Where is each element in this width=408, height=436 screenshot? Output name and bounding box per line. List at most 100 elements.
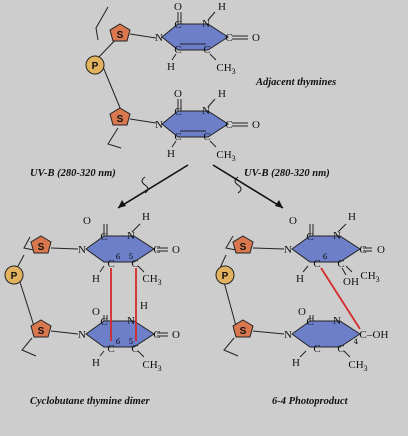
atom-o4: O [172,329,180,341]
photoproduct-bond [320,267,361,330]
sugar-cpd-2: S [30,319,52,338]
atom-c5: C [337,343,344,355]
thymine-ring-top-1: N C N C C C O H O H CH3 [155,1,260,76]
atom-c2: C [100,316,107,328]
atom-ch3: CH3 [142,359,161,373]
cpd-ring-top: N C N C C C 6 5 O H O H CH3 [78,211,180,287]
thymine-ring-top-2: N C N C C C O H O H CH3 [155,88,260,163]
atom-n1: N [284,329,292,341]
atom-h6: H [296,273,304,285]
uvb-right-label: UV-B (280-320 nm) [244,168,330,179]
atom-ch3: CH3 [216,62,235,76]
photoproduct-label: 6-4 Photoproduct [272,396,349,407]
position-5: 5 [129,338,133,346]
sugar-label: S [240,326,247,337]
atom-n3: N [333,230,341,242]
position-6: 6 [323,253,328,261]
atom-c6: C [107,258,114,270]
atom-h3: H [140,300,148,312]
atom-c4: C [359,244,366,256]
atom-c2: C [306,231,313,243]
cpd-backbone [16,236,79,357]
sugar-label: S [38,242,45,253]
atom-h3: H [348,211,356,223]
sugar-top-1: S [109,23,131,42]
phosphate-top: P [85,55,105,75]
sugar-label: S [240,242,247,253]
atom-n1: N [155,32,163,44]
atom-ch3: CH3 [142,273,161,287]
position-5: 5 [129,253,133,261]
atom-n3: N [127,315,135,327]
atom-c6: C [107,343,114,355]
atom-n3: N [127,230,135,242]
cpd-ring-bottom: N C N C C C 6 5 O H O H CH3 [78,300,180,373]
top-backbone [95,6,157,149]
atom-n1: N [155,119,163,131]
phosphate-cpd: P [4,265,24,285]
atom-c5: C [131,258,138,270]
atom-o2: O [174,88,182,100]
atom-oh5: OH [343,276,359,288]
phosphate-label: P [222,271,229,282]
atom-o4: O [252,119,260,131]
atom-c6: C [174,44,181,56]
atom-h3: H [142,211,150,223]
uvb-left-label: UV-B (280-320 nm) [30,168,116,179]
cyclobutane-bonds [110,268,137,341]
atom-h3: H [218,88,226,100]
sugar-label: S [38,326,45,337]
atom-o2: O [298,306,306,318]
atom-oh4: –OH [366,329,388,341]
pp-backbone [219,235,285,357]
atom-c6: C [174,131,181,143]
atom-c2: C [306,316,313,328]
atom-c2: C [174,19,181,31]
atom-c2: C [100,231,107,243]
phosphate-pp: P [215,265,235,285]
atom-h6: H [167,148,175,160]
atom-c4: C [225,119,232,131]
atom-c5: C [203,131,210,143]
atom-o2: O [92,306,100,318]
atom-o2: O [83,215,91,227]
atom-c6: C [313,343,320,355]
atom-o4: O [377,244,385,256]
atom-c6: C [313,258,320,270]
atom-c5: C [131,343,138,355]
atom-h6: H [292,357,300,369]
cyclobutane-label: Cyclobutane thymine dimer [30,396,150,407]
atom-c4: C [153,244,160,256]
pp-ring-top: N C N C C C 6 O H O H CH3 OH [284,211,385,288]
atom-c4: C [359,329,366,341]
atom-h3: H [218,1,226,13]
atom-n1: N [284,244,292,256]
atom-o2: O [174,1,182,13]
atom-c5: C [337,258,344,270]
atom-n1: N [78,329,86,341]
atom-c2: C [174,106,181,118]
atom-o4: O [172,244,180,256]
atom-o4: O [252,32,260,44]
sugar-label: S [117,30,124,41]
sugar-cpd-1: S [30,235,52,254]
atom-n3: N [202,18,210,30]
position-6: 6 [116,338,121,346]
pp-ring-bottom: N C N C C C 4 O H CH3 –OH [284,306,388,373]
reaction-arrows [117,164,284,209]
sugar-label: S [117,114,124,125]
atom-c4: C [153,329,160,341]
atom-n3: N [202,105,210,117]
atom-n3: N [333,315,341,327]
atom-h6: H [92,357,100,369]
phosphate-label: P [92,61,99,72]
atom-h6: H [167,61,175,73]
atom-c5: C [203,44,210,56]
sugar-pp-2: S [232,319,254,338]
phosphate-label: P [11,271,18,282]
atom-n1: N [78,244,86,256]
atom-o2: O [289,215,297,227]
atom-h6: H [92,273,100,285]
